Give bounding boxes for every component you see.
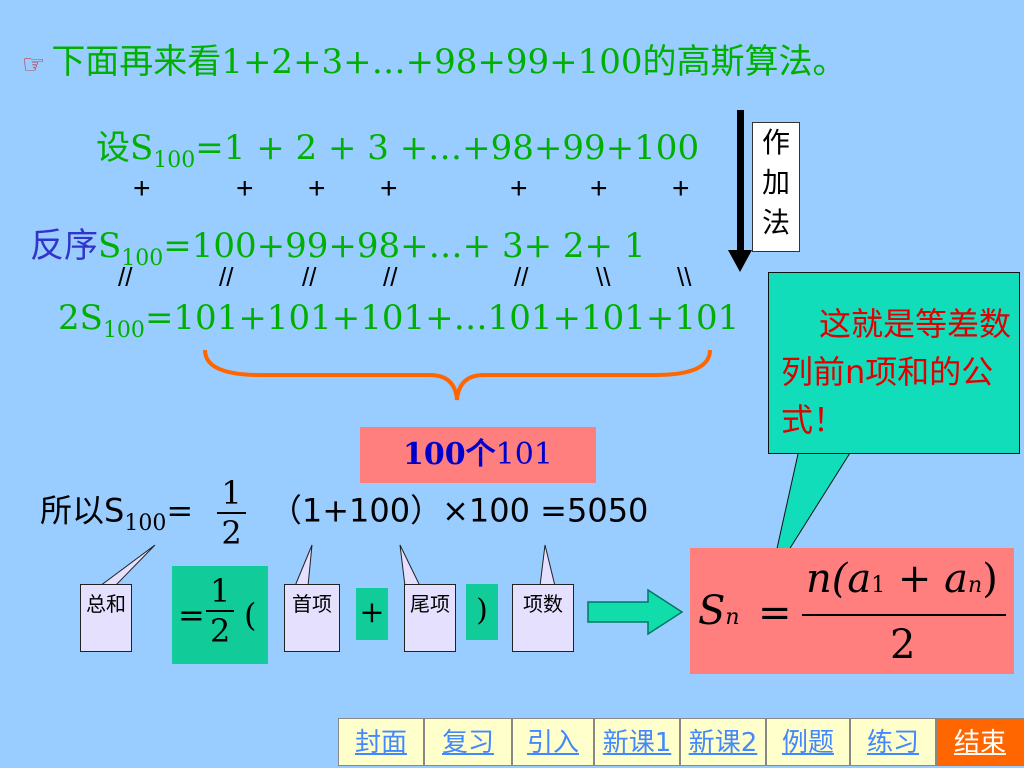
- add-method-label: 作加法: [752, 122, 800, 252]
- term-count-label: 项数: [512, 584, 574, 652]
- arrow-head: [728, 250, 752, 272]
- formula-denominator: 2: [890, 622, 916, 668]
- label-pointers: [98, 544, 556, 587]
- callout-bubble: [768, 272, 1020, 454]
- equation-row-2: 反序S100=100+99+98+…+ 3+ 2+ 1: [30, 226, 646, 271]
- nav-review[interactable]: 复习: [424, 718, 512, 766]
- formula-lhs: Sn: [698, 588, 740, 634]
- nav-lesson-1[interactable]: 新课1: [594, 718, 680, 766]
- slash-mark: \\: [677, 262, 692, 292]
- nav-end[interactable]: 结束: [936, 718, 1024, 766]
- plus-sign: +: [380, 172, 398, 205]
- slash-mark: //: [219, 262, 234, 292]
- slide-title: ☞下面再来看1+2+3+…+98+99+100的高斯算法。: [22, 42, 847, 82]
- plus-sign: +: [590, 172, 608, 205]
- nav-cover[interactable]: 封面: [338, 718, 424, 766]
- plus-box: +: [356, 588, 388, 640]
- count-label: 100个101: [360, 427, 596, 483]
- slash-mark: //: [118, 262, 133, 292]
- hand-pointer-icon: ☞: [22, 50, 46, 80]
- equation-row-1: 设S100=1 + 2 + 3 +…+98+99+100: [96, 128, 700, 173]
- formula-equals: =: [758, 590, 792, 636]
- total-label: 总和: [80, 584, 132, 652]
- plus-sign: +: [308, 172, 326, 205]
- nav-examples[interactable]: 例题: [766, 718, 850, 766]
- nav-practice[interactable]: 练习: [850, 718, 936, 766]
- equation-row-3: 2S100=101+101+101+…101+101+101: [58, 298, 740, 343]
- sum-formula-box: [690, 548, 1014, 674]
- plus-sign: +: [672, 172, 690, 205]
- slide-nav: 封面 复习 引入 新课1 新课2 例题 练习 结束: [338, 718, 1024, 768]
- formula-fraction-bar: [802, 614, 1006, 616]
- close-paren-box: ): [466, 584, 498, 640]
- plus-sign: +: [133, 172, 151, 205]
- plus-sign: +: [510, 172, 528, 205]
- last-term-label: 尾项: [404, 584, 456, 652]
- slash-mark: //: [302, 262, 317, 292]
- slash-mark: \\: [596, 262, 611, 292]
- nav-lesson-2[interactable]: 新课2: [680, 718, 766, 766]
- curly-brace: [203, 349, 712, 401]
- right-arrow-icon: [587, 588, 684, 636]
- down-arrow-icon: [737, 110, 744, 258]
- formula-numerator: n(a1 + an): [806, 556, 998, 602]
- nav-intro[interactable]: 引入: [512, 718, 594, 766]
- slash-mark: //: [514, 262, 529, 292]
- first-term-label: 首项: [284, 584, 340, 652]
- callout-text: 这就是等差数列前n项和的公式！: [781, 305, 1012, 439]
- slash-mark: //: [383, 262, 398, 292]
- plus-sign: +: [236, 172, 254, 205]
